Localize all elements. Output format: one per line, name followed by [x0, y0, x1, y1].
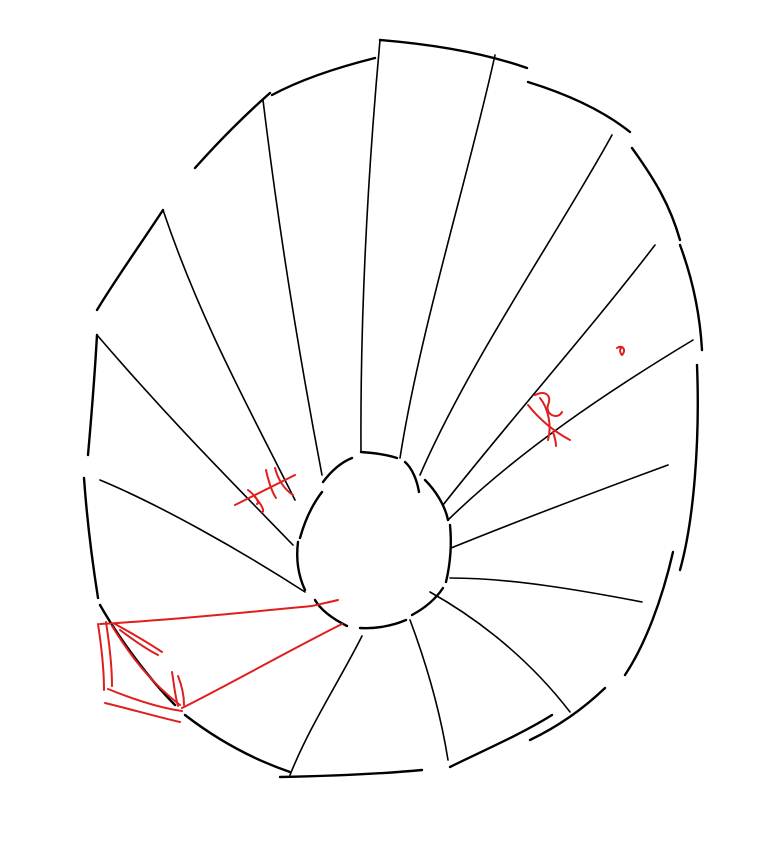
rim-stroke [528, 686, 607, 742]
rim-stroke [630, 146, 682, 242]
angle-mark-right [527, 392, 571, 447]
hub-stroke [444, 523, 452, 584]
spoke-line [289, 635, 363, 776]
hub-stroke [359, 450, 399, 460]
rim-stroke [678, 243, 704, 352]
rim-stroke [183, 713, 292, 774]
hub-stroke [296, 540, 307, 592]
hub-stroke [321, 456, 354, 484]
highlighted-wedge [97, 599, 343, 723]
spoke-line [99, 479, 306, 593]
hub-stroke [313, 598, 349, 628]
hub-stroke [410, 586, 445, 617]
rim-stroke [86, 333, 99, 457]
rim-stroke [678, 363, 699, 572]
rim-stroke [95, 208, 165, 312]
inner-hub [296, 450, 452, 630]
rim-stroke [623, 550, 675, 677]
spoke-line [409, 619, 449, 761]
spoke-line [419, 134, 613, 476]
rim-stroke [193, 91, 272, 170]
rim-stroke [278, 768, 424, 779]
rim-stroke [98, 603, 177, 707]
hub-stroke [298, 490, 324, 540]
spoke-line [429, 591, 571, 713]
spoke-line [442, 244, 656, 506]
rim-stroke [378, 38, 529, 70]
outer-rim [82, 38, 704, 779]
spoke-line [449, 577, 643, 603]
spoke-line [262, 99, 323, 476]
rim-stroke [526, 80, 632, 134]
radial-spokes [96, 39, 694, 776]
spoke-line [360, 39, 381, 453]
hub-stroke [423, 478, 450, 522]
hub-stroke [403, 460, 421, 494]
spoke-line [399, 54, 496, 459]
rim-stroke [82, 476, 100, 600]
rim-stroke [270, 56, 377, 97]
spoke-line [447, 339, 694, 521]
spoke-line [96, 334, 294, 546]
angle-mark-left [234, 467, 296, 513]
spoke-line [162, 209, 296, 501]
rim-stroke [448, 713, 554, 769]
hub-stroke [358, 618, 408, 630]
spoke-line [450, 464, 669, 549]
small-mark [616, 345, 626, 356]
red-annotations [97, 345, 626, 723]
